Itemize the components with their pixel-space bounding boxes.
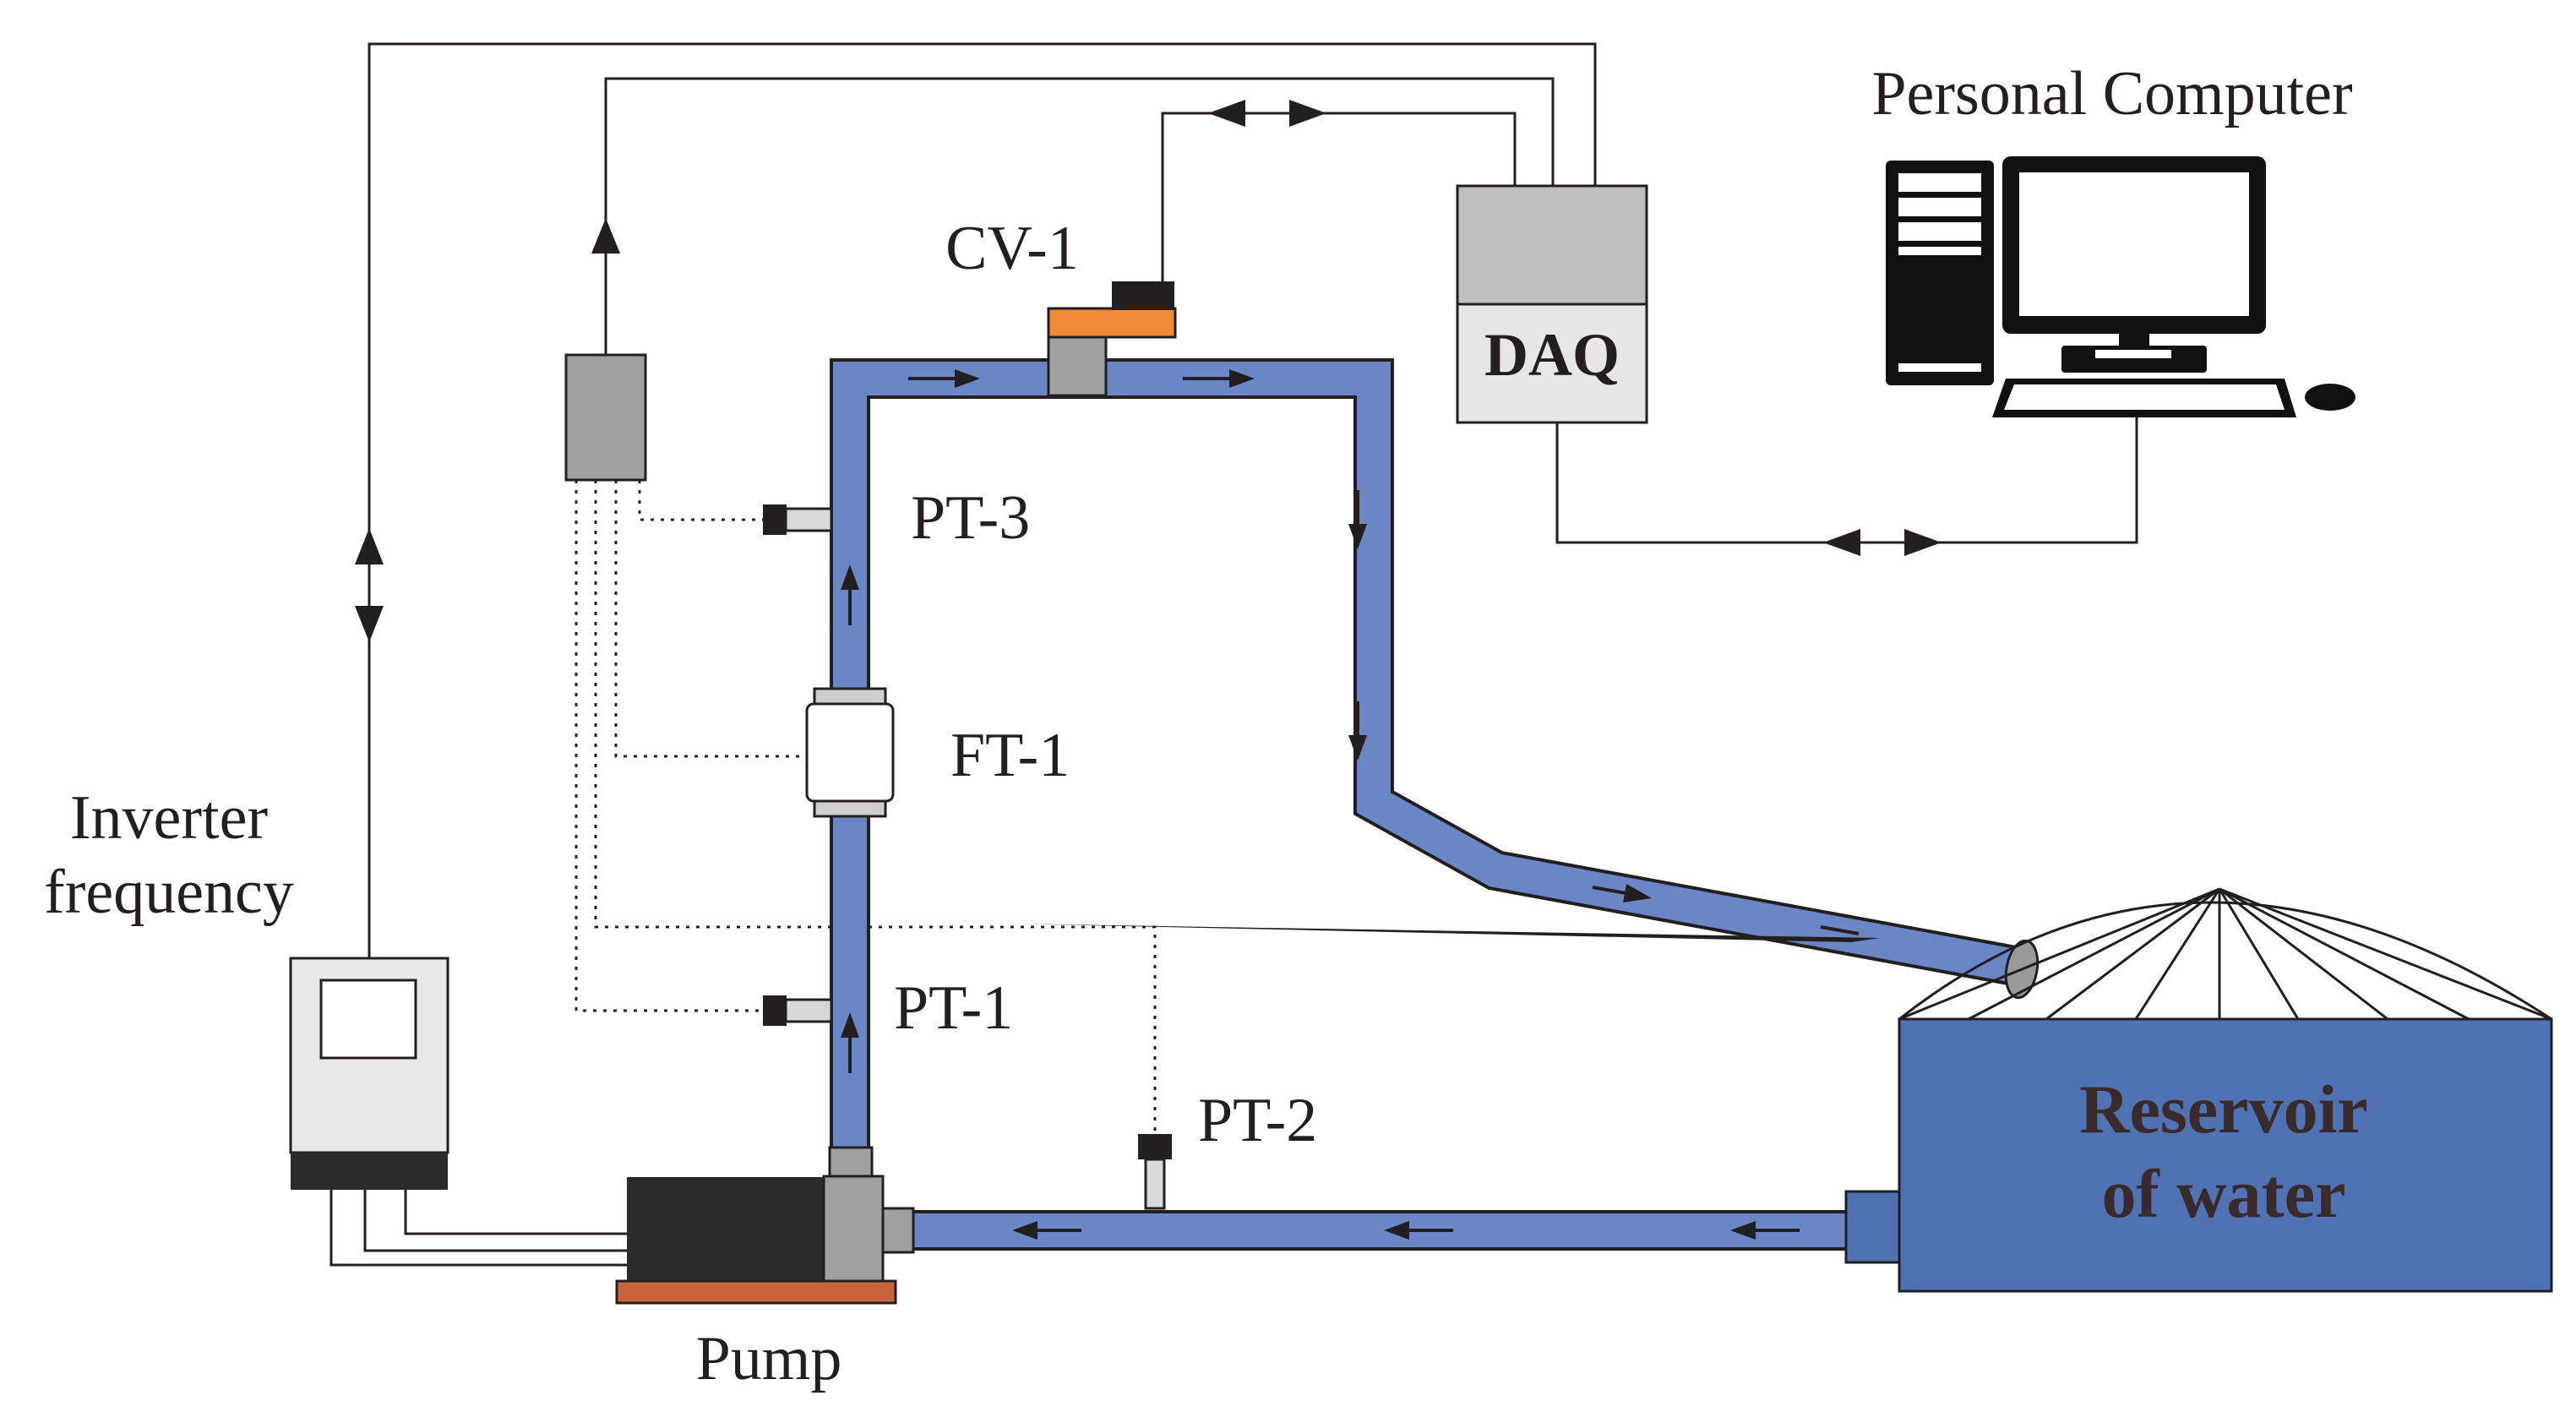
transmitter-up-arrow-icon [591, 218, 620, 254]
inverter-pump-wire-3 [404, 1190, 629, 1235]
pt1-signal-line [575, 480, 763, 1012]
pump-assembly [615, 1146, 915, 1305]
signal-wires [329, 42, 2138, 1267]
pt3-signal-line [638, 480, 763, 521]
personal-computer-label: Personal Computer [1871, 59, 2352, 128]
pt2-signal-line [594, 480, 1157, 1134]
flow-arrow-icon [1348, 701, 1367, 761]
flow-arrow-icon [1592, 884, 1652, 902]
bidirectional-arrow-icon [1823, 529, 1942, 556]
flow-arrow-icon [1348, 490, 1367, 549]
pump-label: Pump [696, 1324, 842, 1393]
ft1-flowmeter [805, 687, 895, 818]
pt3-label: PT-3 [911, 483, 1030, 553]
personal-computer-icon [1886, 156, 2355, 417]
pt2-label: PT-2 [1198, 1086, 1317, 1155]
flow-arrow-icon [1183, 369, 1255, 388]
bidirectional-arrow-icon [1208, 100, 1326, 127]
labels: Personal Computer DAQ CV-1 PT-3 FT-1 PT-… [44, 59, 2368, 1393]
pt3-sensor [763, 504, 833, 535]
signal-transmitter-box [564, 353, 647, 482]
inverter-pump-wire-2 [363, 1190, 629, 1252]
reservoir-dome-icon [1898, 887, 2552, 1021]
flow-arrow-icon [1384, 1221, 1453, 1240]
ft1-signal-line [614, 480, 807, 758]
pt2-sensor [1138, 1134, 1172, 1210]
monitor-icon [2002, 156, 2266, 373]
main-pipe [833, 362, 2027, 1166]
transmitter-daq-wire [604, 77, 1555, 355]
cv1-control-valve [1047, 281, 1177, 397]
daq-label: DAQ [1484, 321, 1620, 389]
reservoir-label-line2: of water [2101, 1155, 2345, 1232]
flow-arrow-icon [1730, 1221, 1800, 1240]
flow-arrow-icon [841, 564, 859, 625]
wire-arrows [355, 100, 1942, 642]
tower-case-icon [1886, 161, 1994, 385]
flow-arrow-icon [841, 1012, 859, 1073]
pt1-label: PT-1 [894, 973, 1013, 1043]
inverter-label-line1: Inverter [70, 783, 268, 853]
flow-arrows [841, 369, 1880, 1240]
inverter-unit [289, 957, 449, 1190]
flow-arrow-icon [1010, 924, 1880, 942]
valve-daq-wire [1161, 112, 1517, 284]
pt1-sensor [763, 995, 833, 1026]
inverter-daq-wire [368, 42, 1597, 958]
inverter-pump-wire-1 [329, 1190, 629, 1267]
daq-unit [1456, 184, 1648, 424]
reservoir-of-water [1844, 887, 2553, 1293]
mouse-icon [2305, 384, 2355, 411]
flow-arrow-icon [1012, 1221, 1081, 1240]
inverter-label-line2: frequency [44, 858, 294, 927]
reservoir-label-line1: Reservoir [2079, 1071, 2368, 1148]
keyboard-icon [1992, 379, 2296, 417]
sensor-signal-lines [575, 480, 1157, 1134]
bidirectional-arrow-icon [355, 528, 384, 642]
cv1-label: CV-1 [945, 214, 1079, 283]
daq-pc-wire [1555, 417, 2138, 544]
ft1-label: FT-1 [950, 721, 1070, 790]
flow-arrow-icon [908, 369, 980, 388]
